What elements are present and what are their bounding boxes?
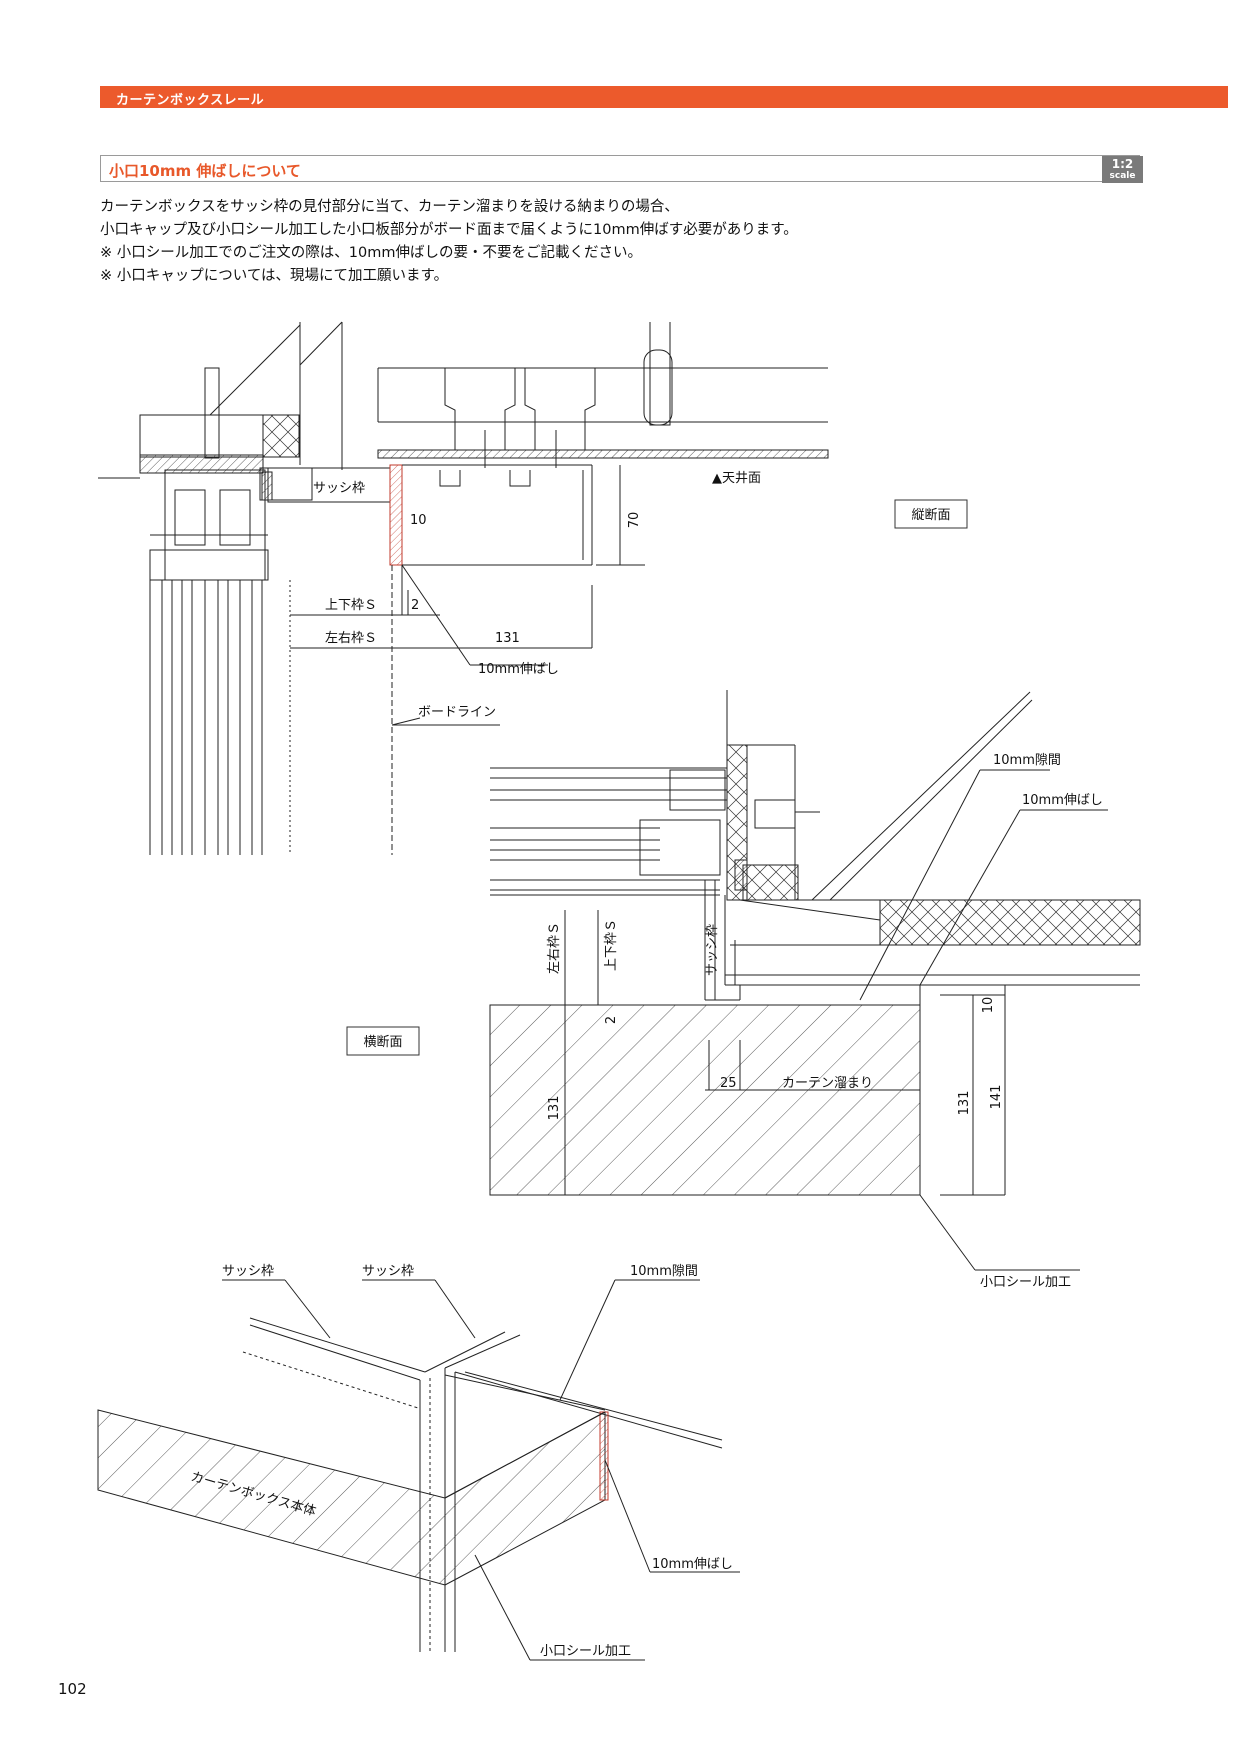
- left-right-frame-label: 左右枠Ｓ: [325, 631, 377, 646]
- sash-frame-1-label: サッシ枠: [222, 1264, 274, 1279]
- extension-label-p: 10mm伸ばし: [652, 1557, 733, 1572]
- vertical-section-label: 縦断面: [911, 508, 950, 523]
- scale-label: scale: [1109, 171, 1136, 181]
- section-title: 小口10mm 伸ばしについて: [109, 162, 301, 180]
- left-right-frame-label-h: 左右枠Ｓ: [547, 922, 562, 974]
- sash-frame-label: サッシ枠: [313, 481, 365, 496]
- extension-label: 10mm伸ばし: [478, 662, 559, 677]
- body-line: ※ 小口キャップについては、現場にて加工願います。: [100, 268, 449, 284]
- perspective-view: [97, 1279, 740, 1661]
- dim-10: 10: [410, 513, 427, 528]
- sash-frame-2-label: サッシ枠: [362, 1264, 414, 1279]
- dim-141: 141: [989, 1085, 1004, 1110]
- board-line-label: ボードライン: [418, 705, 496, 720]
- extension-label-h: 10mm伸ばし: [1022, 793, 1103, 808]
- body-text: カーテンボックスをサッシ枠の見付部分に当て、カーテン溜まりを設ける納まりの場合、…: [100, 196, 1160, 288]
- sash-frame-label-h: サッシ枠: [705, 924, 720, 976]
- body-line: 小口キャップ及び小口シール加工した小口板部分がボード面まで届くように10mm伸ば…: [100, 222, 798, 238]
- body-line: カーテンボックスをサッシ枠の見付部分に当て、カーテン溜まりを設ける納まりの場合、: [100, 199, 679, 215]
- dim-131: 131: [495, 631, 520, 646]
- dim-70: 70: [627, 512, 642, 529]
- horizontal-section-label: 横断面: [363, 1035, 402, 1050]
- horizontal-section-labels: 横断面 10mm隙間 10mm伸ばし 左右枠Ｓ 上下枠Ｓ サッシ枠 2 10 2…: [346, 753, 1103, 1290]
- vertical-section-labels: 縦断面 サッシ枠 ▲天井面 70 10 上下枠Ｓ 2 左右枠Ｓ 131 10mm…: [313, 471, 968, 720]
- dim-131-left: 131: [547, 1096, 562, 1121]
- dim-131-right: 131: [957, 1091, 972, 1116]
- gap-label-p: 10mm隙間: [630, 1264, 698, 1279]
- header-title: カーテンボックスレール: [116, 93, 265, 108]
- horizontal-section: [489, 690, 1141, 1271]
- curtain-pool-label: カーテン溜まり: [782, 1076, 873, 1091]
- dim-2-h: 2: [604, 1016, 619, 1024]
- upper-lower-frame-label-h: 上下枠Ｓ: [604, 919, 619, 971]
- gap-label: 10mm隙間: [993, 753, 1061, 768]
- ceiling-label: ▲天井面: [712, 471, 761, 486]
- dim-2: 2: [411, 598, 419, 613]
- page-number: 102: [58, 1680, 87, 1698]
- upper-lower-frame-label: 上下枠Ｓ: [325, 598, 377, 613]
- edge-seal-label-p: 小口シール加工: [540, 1644, 631, 1659]
- header-bar: カーテンボックスレール: [100, 86, 1228, 108]
- dim-25: 25: [720, 1076, 737, 1091]
- scale-badge: 1:2 scale: [1102, 156, 1143, 183]
- body-line: ※ 小口シール加工でのご注文の際は、10mm伸ばしの要・不要をご記載ください。: [100, 245, 642, 261]
- vertical-section: [98, 321, 829, 855]
- scale-ratio: 1:2: [1111, 157, 1134, 171]
- dim-10-h: 10: [981, 997, 996, 1014]
- edge-seal-label-h: 小口シール加工: [980, 1275, 1071, 1290]
